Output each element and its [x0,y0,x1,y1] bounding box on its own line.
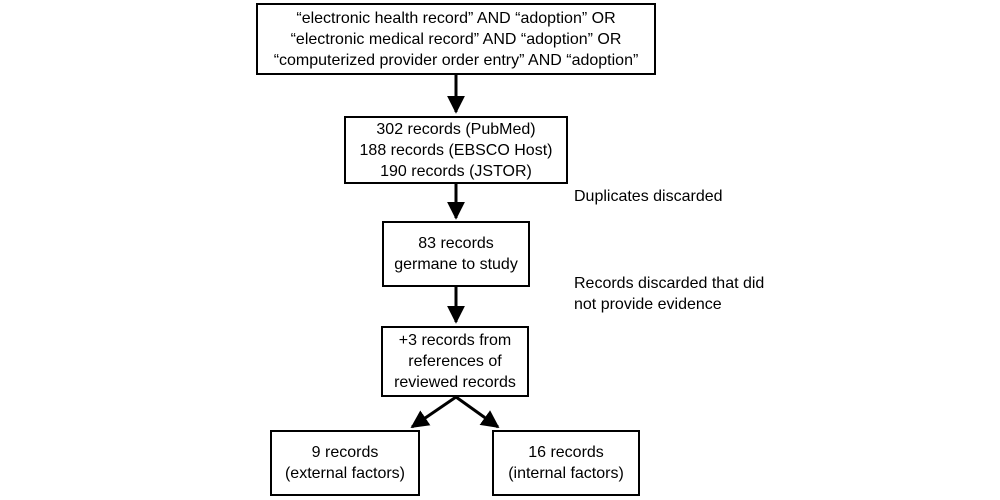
internal-factors-line: 16 records [528,444,604,461]
external-factors-line: (external factors) [284,465,406,482]
discarded-note-line: Records discarded that did [574,275,765,292]
search-terms-line: “electronic health record” AND “adoption… [296,9,616,27]
reference-records-line: reviewed records [394,374,516,391]
arrow-references-to-external [410,395,457,429]
reference-records-line: +3 records from [398,332,512,349]
arrow-references-to-internal [455,395,500,429]
germane-records-box: 83 records germane to study [382,221,530,287]
duplicates-note-text: Duplicates discarded [574,188,723,205]
external-factors-line: 9 records [311,444,379,461]
search-terms-box: “electronic health record” AND “adoption… [256,3,656,75]
discarded-note: Records discarded that did not provide e… [574,273,764,315]
germane-records-line: 83 records [418,235,494,252]
source-records-box: 302 records (PubMed) 188 records (EBSCO … [344,116,568,184]
external-factors-box: 9 records (external factors) [270,430,420,496]
discarded-note-line: not provide evidence [574,296,722,313]
internal-factors-line: (internal factors) [508,465,624,482]
search-terms-line: “electronic medical record” AND “adoptio… [290,30,622,48]
duplicates-note: Duplicates discarded [574,186,723,207]
internal-factors-box: 16 records (internal factors) [492,430,640,496]
germane-records-line: germane to study [394,256,518,273]
source-records-line: 302 records (PubMed) [376,120,536,138]
reference-records-line: references of [408,353,502,370]
source-records-line: 188 records (EBSCO Host) [359,141,553,159]
reference-records-box: +3 records from references of reviewed r… [381,326,529,397]
source-records-line: 190 records (JSTOR) [380,162,532,180]
search-terms-line: “computerized provider order entry” AND … [273,51,639,69]
